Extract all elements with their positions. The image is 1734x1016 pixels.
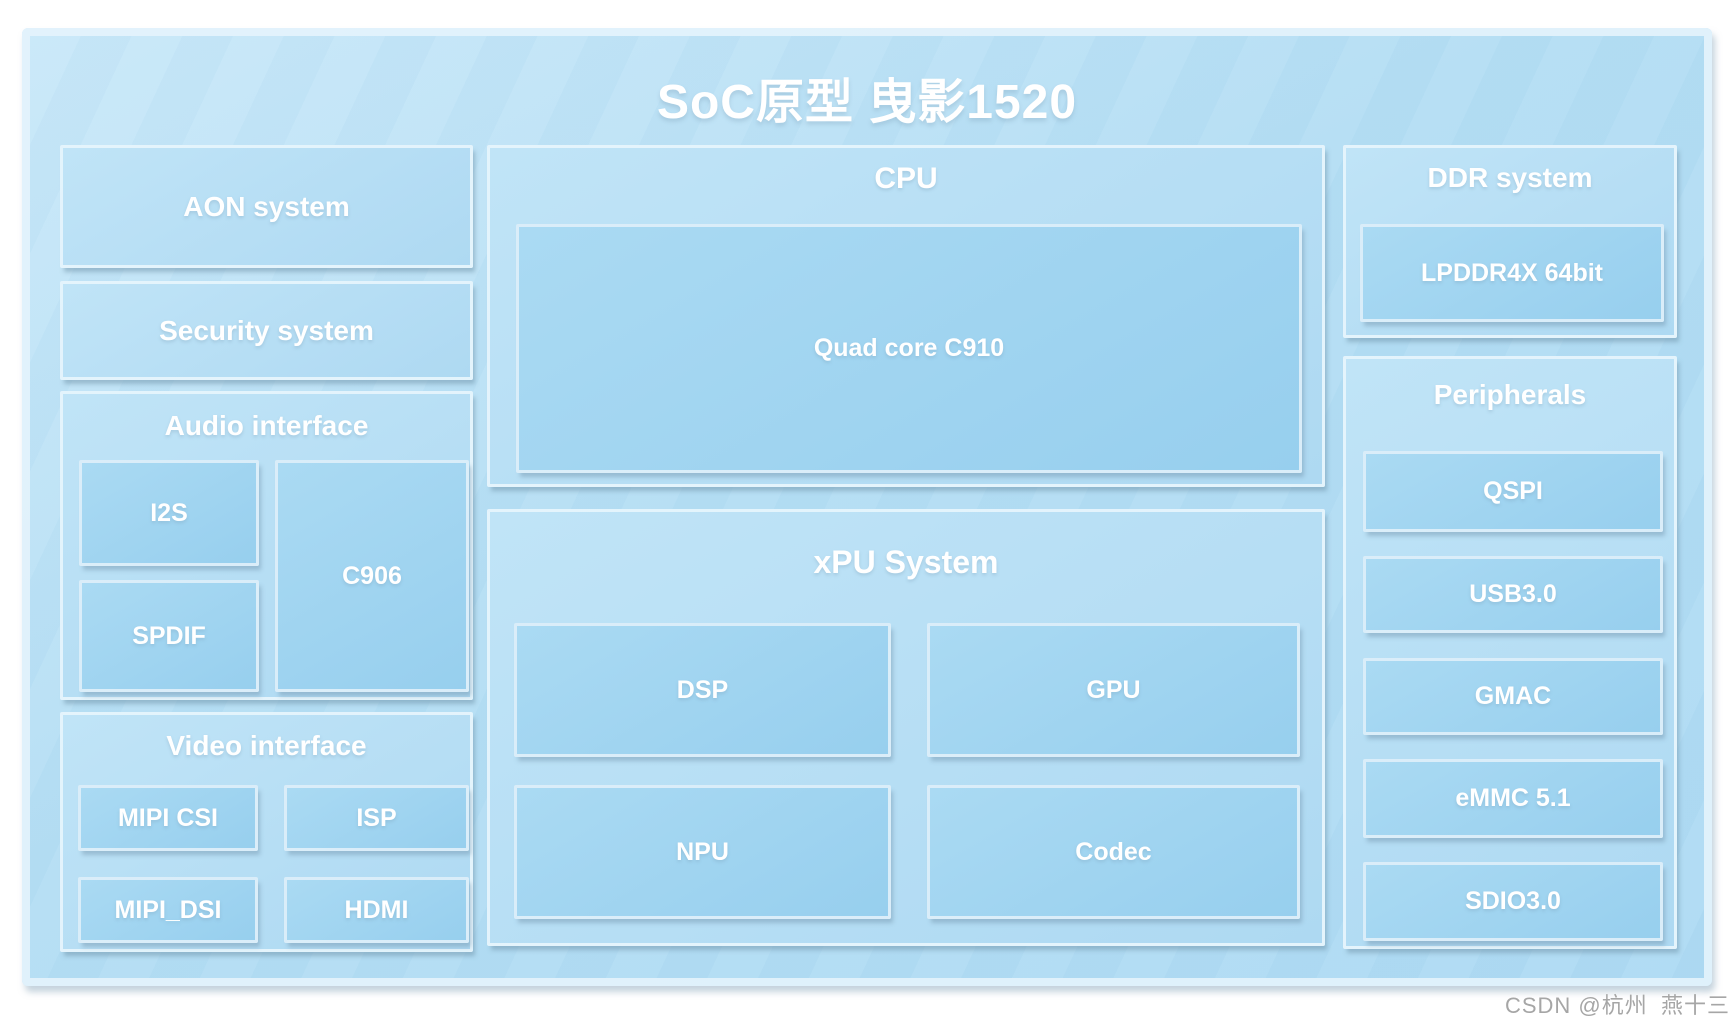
block-mipi-dsi-label: MIPI_DSI [114, 895, 222, 924]
block-gmac-label: GMAC [1474, 682, 1552, 710]
block-gmac: GMAC [1363, 658, 1663, 735]
block-npu-label: NPU [676, 837, 729, 866]
block-lpddr4x-64bit: LPDDR4X 64bit [1360, 224, 1664, 322]
diagram-title: SoC原型 曳影1520 [656, 76, 1078, 129]
block-emmc-label: eMMC 5.1 [1455, 784, 1571, 812]
block-usb3-label: USB3.0 [1469, 580, 1557, 608]
block-mipi-csi-label: MIPI CSI [117, 803, 218, 832]
watermark: CSDN @杭州_燕十三 [1504, 993, 1730, 1016]
section-peripherals: Peripherals QSPI USB3.0 GMAC eMMC 5.1 SD… [1343, 356, 1677, 949]
section-audio-interface: Audio interface I2S SPDIF C906 [60, 391, 473, 700]
section-xpu-system: xPU System DSP GPU NPU Codec [487, 509, 1325, 946]
block-sdio: SDIO3.0 [1363, 862, 1663, 941]
block-mipi-dsi: MIPI_DSI [78, 877, 258, 943]
block-emmc: eMMC 5.1 [1363, 759, 1663, 838]
section-audio-label: Audio interface [164, 410, 369, 441]
block-hdmi: HDMI [284, 877, 469, 943]
block-hdmi-label: HDMI [344, 895, 409, 924]
block-quad-core-c910-label: Quad core C910 [813, 334, 1005, 362]
block-lpddr4x-64bit-label: LPDDR4X 64bit [1421, 258, 1603, 287]
section-ddr-label: DDR system [1427, 162, 1593, 193]
section-xpu-label: xPU System [813, 544, 999, 580]
section-aon-label: AON system [183, 190, 350, 222]
section-cpu-label: CPU [874, 162, 938, 195]
block-c906: C906 [275, 460, 469, 692]
block-mipi-csi: MIPI CSI [78, 785, 258, 851]
block-c906-label: C906 [342, 561, 402, 590]
soc-diagram: SoC原型 曳影1520 AON system Security system … [22, 28, 1712, 986]
block-qspi-label: QSPI [1483, 477, 1543, 505]
section-security-label: Security system [159, 314, 374, 346]
block-dsp-label: DSP [676, 675, 729, 704]
section-ddr-system: DDR system LPDDR4X 64bit [1343, 145, 1677, 338]
block-dsp: DSP [514, 623, 891, 757]
section-peripherals-label: Peripherals [1433, 379, 1587, 410]
block-quad-core-c910: Quad core C910 [516, 224, 1302, 473]
section-cpu: CPU Quad core C910 [487, 145, 1325, 487]
block-sdio-label: SDIO3.0 [1465, 887, 1561, 915]
block-usb3: USB3.0 [1363, 556, 1663, 633]
block-qspi: QSPI [1363, 451, 1663, 532]
section-video-interface: Video interface MIPI CSI ISP MIPI_DSI HD… [60, 712, 473, 952]
block-i2s-label: I2S [150, 498, 188, 527]
section-video-label: Video interface [166, 730, 367, 761]
section-aon-system: AON system [60, 145, 473, 268]
block-codec-label: Codec [1075, 837, 1152, 866]
block-spdif-label: SPDIF [132, 621, 206, 650]
block-isp-label: ISP [356, 803, 397, 832]
block-spdif: SPDIF [79, 580, 259, 692]
block-isp: ISP [284, 785, 469, 851]
block-gpu-label: GPU [1086, 675, 1141, 704]
block-npu: NPU [514, 785, 891, 919]
block-codec: Codec [927, 785, 1300, 919]
block-i2s: I2S [79, 460, 259, 566]
section-security-system: Security system [60, 281, 473, 380]
block-gpu: GPU [927, 623, 1300, 757]
